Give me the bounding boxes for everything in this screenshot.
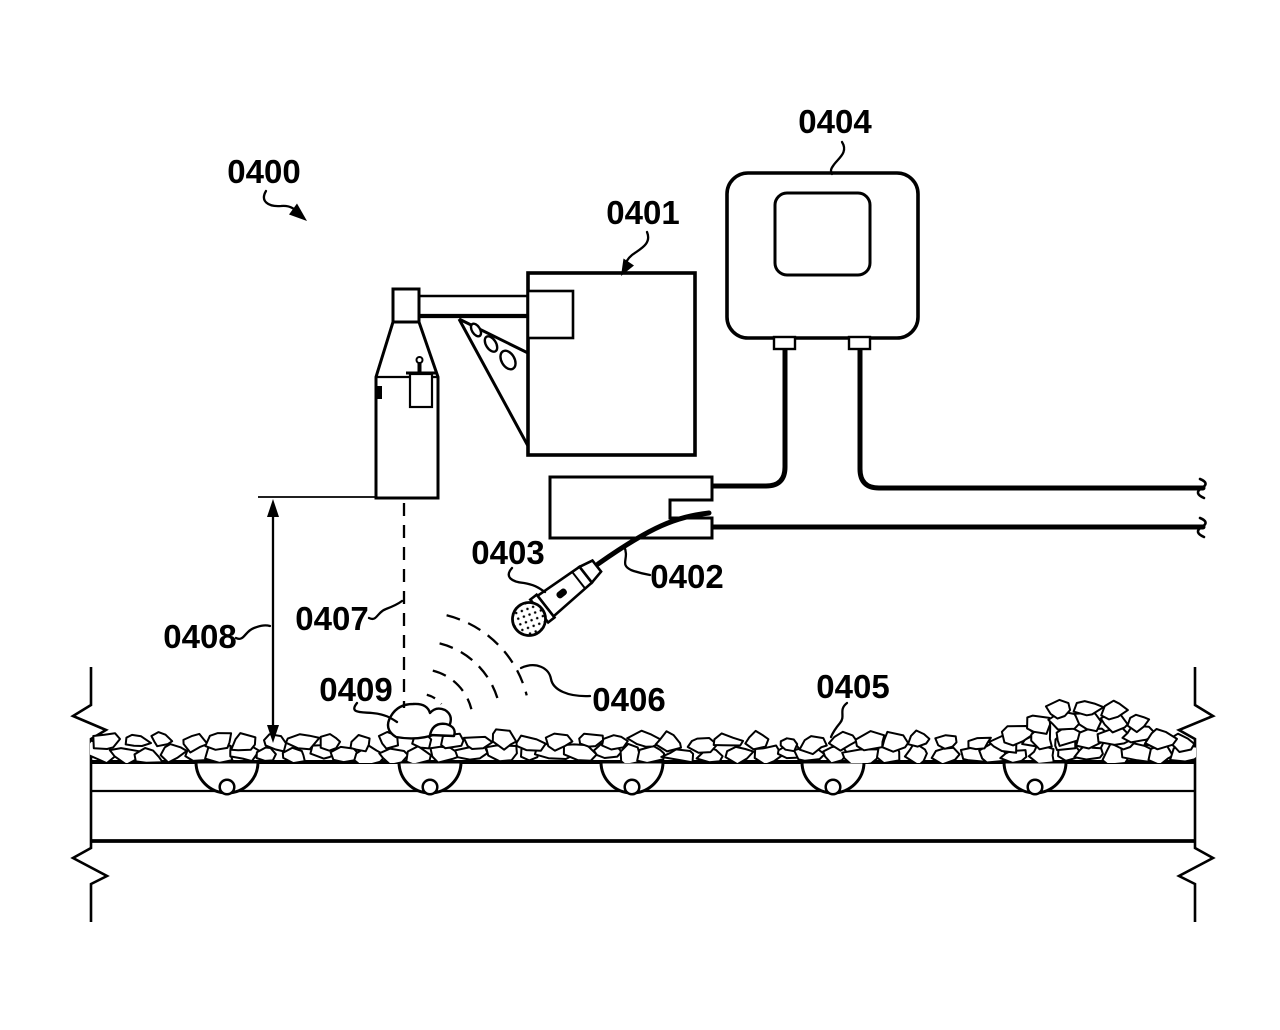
rock-0409: [386, 702, 456, 740]
microphone-cable: [595, 510, 712, 567]
leader-0403: [507, 566, 547, 594]
monitor-unit: [725, 171, 920, 351]
monitor-connector-left: [772, 335, 797, 351]
microphone: [511, 558, 603, 637]
monitor-connector-right: [847, 335, 872, 351]
leader-0404: [829, 140, 846, 176]
label-0403: 0403: [471, 534, 544, 571]
sound-wave-arc: [426, 693, 443, 705]
cable-monitor-left: [710, 346, 788, 489]
leader-0402: [622, 544, 652, 577]
conveyor: [70, 667, 1216, 922]
leader-0408: [234, 624, 272, 640]
roller-hub: [218, 778, 236, 796]
rock-layer: [90, 698, 1196, 763]
microphone-tail: [577, 558, 603, 585]
annotations: [258, 496, 528, 743]
probe-body: [374, 320, 440, 500]
microphone-head: [511, 601, 547, 637]
sound-wave-arc: [432, 669, 473, 710]
labels: 0400 0401 0402 0403 0404 0405 0406 0407 …: [163, 103, 889, 718]
cable-break-squiggle: [1196, 516, 1207, 539]
arrowhead-0401: [621, 258, 634, 276]
roller-hub: [623, 778, 641, 796]
microphone-switch: [556, 588, 567, 599]
roller-hub: [1026, 778, 1044, 796]
bracket-hole: [483, 335, 499, 353]
sound-wave-arc: [446, 614, 528, 696]
roller-hub: [824, 778, 842, 796]
analyzer-box: [526, 271, 697, 457]
analyzer-inner-module: [526, 289, 575, 340]
label-0405: 0405: [816, 668, 889, 705]
belt-rollers: [194, 760, 1068, 796]
break-edge-right: [1176, 667, 1216, 922]
cable-monitor-right: [857, 346, 1206, 491]
label-0407: 0407: [295, 600, 368, 637]
bracket-hole: [499, 349, 517, 371]
bracket-hole: [469, 322, 483, 338]
arrowhead-down: [267, 725, 279, 743]
cables: [710, 346, 1207, 539]
actuator-knob: [415, 356, 424, 364]
label-0400: 0400: [227, 153, 300, 190]
cable-break-squiggle: [1196, 477, 1207, 500]
label-0408: 0408: [163, 618, 236, 655]
microphone-joint: [571, 571, 586, 590]
label-0406: 0406: [592, 681, 665, 718]
probe-neck-cap: [391, 287, 421, 324]
arrowhead-up: [267, 499, 279, 517]
monitor-screen: [773, 191, 872, 277]
leader-0407: [367, 599, 404, 621]
probe-side-tick: [376, 386, 382, 399]
leader-0405: [829, 701, 849, 739]
sound-wave-arc: [439, 642, 500, 703]
junction-box: [548, 475, 714, 540]
roller-hub: [421, 778, 439, 796]
actuator-body: [408, 372, 434, 409]
label-0402: 0402: [650, 558, 723, 595]
leader-0409: [353, 701, 399, 724]
label-0401: 0401: [606, 194, 679, 231]
leader-0406: [519, 664, 592, 698]
label-0404: 0404: [798, 103, 872, 140]
arrowhead-0400: [289, 203, 307, 221]
break-edge-left: [70, 667, 110, 922]
leader-lines: [234, 140, 849, 739]
label-0409: 0409: [319, 671, 392, 708]
sound-waves-0406: [426, 614, 528, 710]
probe-device: [374, 287, 530, 500]
